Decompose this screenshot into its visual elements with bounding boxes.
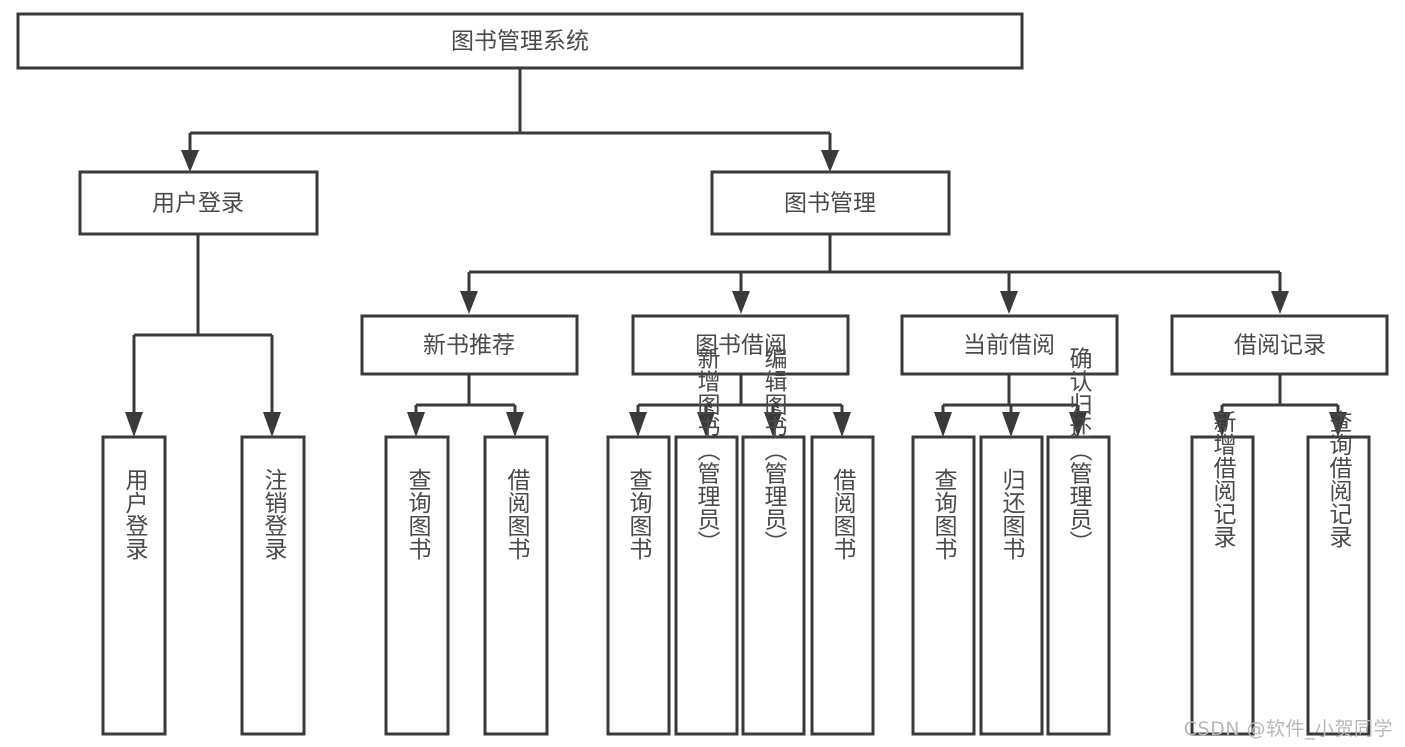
leaf-current-borrow-1-label: 归还图书 [998, 468, 1026, 560]
leaf-book-borrow-0-label: 查询图书 [625, 468, 653, 560]
node-new-book-recommend[interactable]: 新书推荐 [360, 314, 579, 376]
leaf-current-borrow-0[interactable]: 查询图书 [911, 435, 976, 736]
node-current-borrow-label: 当前借阅 [963, 333, 1055, 359]
node-book-borrow[interactable]: 图书借阅 [631, 314, 850, 376]
leaf-new-book-recommend-1-label: 借阅图书 [503, 468, 531, 560]
leaf-new-book-recommend-0[interactable]: 查询图书 [384, 435, 450, 736]
leaf-user-login-0[interactable]: 用户登录 [101, 435, 167, 736]
connector-book-borrow-to-leaves [629, 374, 851, 437]
leaf-book-borrow-2-label: 编辑图书（管理员） [760, 347, 788, 554]
connector-borrow-record-to-leaves [1213, 374, 1347, 437]
connector-root-to-level2 [181, 68, 839, 172]
leaf-user-login-1[interactable]: 注销登录 [240, 435, 306, 736]
node-root[interactable]: 图书管理系统 [16, 12, 1024, 70]
leaf-book-borrow-1[interactable]: 新增图书（管理员） [674, 347, 739, 736]
leaf-current-borrow-2-label: 确认归还（管理员） [1065, 347, 1093, 554]
leaf-user-login-1-label: 注销登录 [260, 468, 288, 560]
node-user-login-label: 用户登录 [152, 191, 244, 217]
leaf-current-borrow-2[interactable]: 确认归还（管理员） [1046, 347, 1111, 736]
leaf-book-borrow-0[interactable]: 查询图书 [606, 435, 671, 736]
connector-new-book-recommend-to-leaves [407, 374, 524, 437]
node-root-label: 图书管理系统 [451, 29, 589, 55]
leaf-borrow-record-1-label: 查询借阅记录 [1325, 410, 1353, 548]
node-borrow-record[interactable]: 借阅记录 [1170, 314, 1389, 376]
leaf-new-book-recommend-0-label: 查询图书 [404, 468, 432, 560]
leaf-new-book-recommend-1[interactable]: 借阅图书 [483, 435, 549, 736]
leaf-borrow-record-0-label: 新增借阅记录 [1209, 410, 1237, 548]
node-user-login[interactable]: 用户登录 [78, 170, 319, 236]
node-new-book-recommend-label: 新书推荐 [423, 333, 515, 359]
leaf-borrow-record-0[interactable]: 新增借阅记录 [1190, 410, 1255, 736]
connector-current-borrow-to-leaves [934, 374, 1087, 437]
leaf-book-borrow-3-label: 借阅图书 [829, 468, 857, 560]
connector-user-login-to-leaves [125, 234, 281, 437]
node-borrow-record-label: 借阅记录 [1234, 333, 1326, 359]
leaf-current-borrow-0-label: 查询图书 [930, 468, 958, 560]
leaf-borrow-record-1[interactable]: 查询借阅记录 [1306, 410, 1371, 736]
connector-book-management-to-level3 [460, 234, 1289, 314]
node-book-management-label: 图书管理 [784, 191, 876, 217]
csdn-watermark: CSDN @软件_小贺同学 [1183, 718, 1393, 740]
leaf-user-login-0-label: 用户登录 [121, 468, 149, 560]
leaf-book-borrow-3[interactable]: 借阅图书 [810, 435, 875, 736]
leaf-current-borrow-1[interactable]: 归还图书 [979, 435, 1044, 736]
node-book-management[interactable]: 图书管理 [710, 170, 951, 236]
leaf-book-borrow-1-label: 新增图书（管理员） [693, 347, 721, 554]
node-book-borrow-label: 图书借阅 [695, 333, 787, 359]
leaf-book-borrow-2[interactable]: 编辑图书（管理员） [741, 347, 806, 736]
